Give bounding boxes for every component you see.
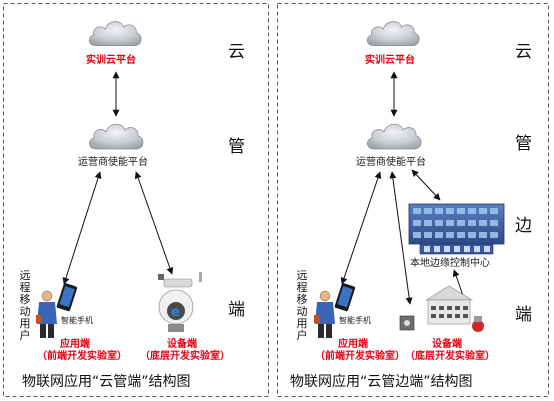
right-smartphone-icon — [334, 283, 356, 312]
left-layer-pipe-label: 管 — [228, 137, 245, 157]
right-layer-end-label: 端 — [515, 305, 532, 325]
right-operator-cloud-icon — [366, 123, 422, 150]
right-app-end-label: 应用端 — [338, 339, 368, 350]
right-app-end-sublabel: （前端开发实验室） — [315, 351, 405, 362]
left-layer-end-label: 端 — [228, 300, 245, 320]
right-training-cloud-icon — [366, 21, 420, 46]
right-remote-user-label: 远程移动用户 — [296, 269, 308, 342]
right-panel-border — [277, 3, 549, 397]
right-device-end-label: 设备端 — [432, 339, 462, 350]
right-caption: 物联网应用“云管边端”结构图 — [290, 374, 473, 390]
left-device-end-sublabel: （底层开发实验室） — [140, 351, 230, 362]
right-edge-link-arrow — [411, 169, 441, 201]
left-training-cloud-label: 实训云平台 — [86, 55, 136, 66]
right-person-icon — [314, 290, 335, 338]
svg-text:e: e — [171, 305, 180, 320]
left-smartphone-icon — [56, 283, 78, 312]
left-layer-cloud-label: 云 — [228, 42, 245, 62]
left-app-link-arrow — [62, 171, 102, 285]
right-device-end-sublabel: （底层开发实验室） — [405, 351, 495, 362]
right-smartphone-label: 智能手机 — [339, 316, 371, 325]
left-smartphone-label: 智能手机 — [61, 316, 93, 325]
left-device-link-arrow — [134, 171, 174, 275]
right-app-link-arrow — [340, 171, 382, 285]
left-app-end-sublabel: （前端开发实验室） — [37, 351, 127, 362]
right-operator-platform-label: 运营商使能平台 — [356, 157, 426, 168]
edge-center-building-icon — [408, 203, 505, 255]
right-lab-devices-icon — [399, 285, 484, 332]
right-layer-edge-label: 边 — [515, 216, 532, 236]
left-app-end-label: 应用端 — [60, 339, 90, 350]
left-remote-user-label: 远程移动用户 — [19, 269, 31, 342]
right-training-cloud-label: 实训云平台 — [365, 55, 415, 66]
right-layer-pipe-label: 管 — [515, 134, 532, 154]
left-caption: 物联网应用“云管端”结构图 — [22, 374, 191, 390]
right-device-link-arrow — [389, 171, 413, 305]
right-layer-cloud-label: 云 — [515, 42, 532, 62]
left-device-end-label: 设备端 — [167, 339, 197, 350]
edge-center-label: 本地边缘控制中心 — [410, 258, 490, 269]
left-camera-device-icon: e — [158, 272, 202, 332]
left-person-icon — [36, 290, 57, 338]
left-operator-platform-label: 运营商使能平台 — [78, 157, 148, 168]
left-operator-cloud-icon — [88, 123, 144, 150]
left-training-cloud-icon — [88, 21, 142, 46]
